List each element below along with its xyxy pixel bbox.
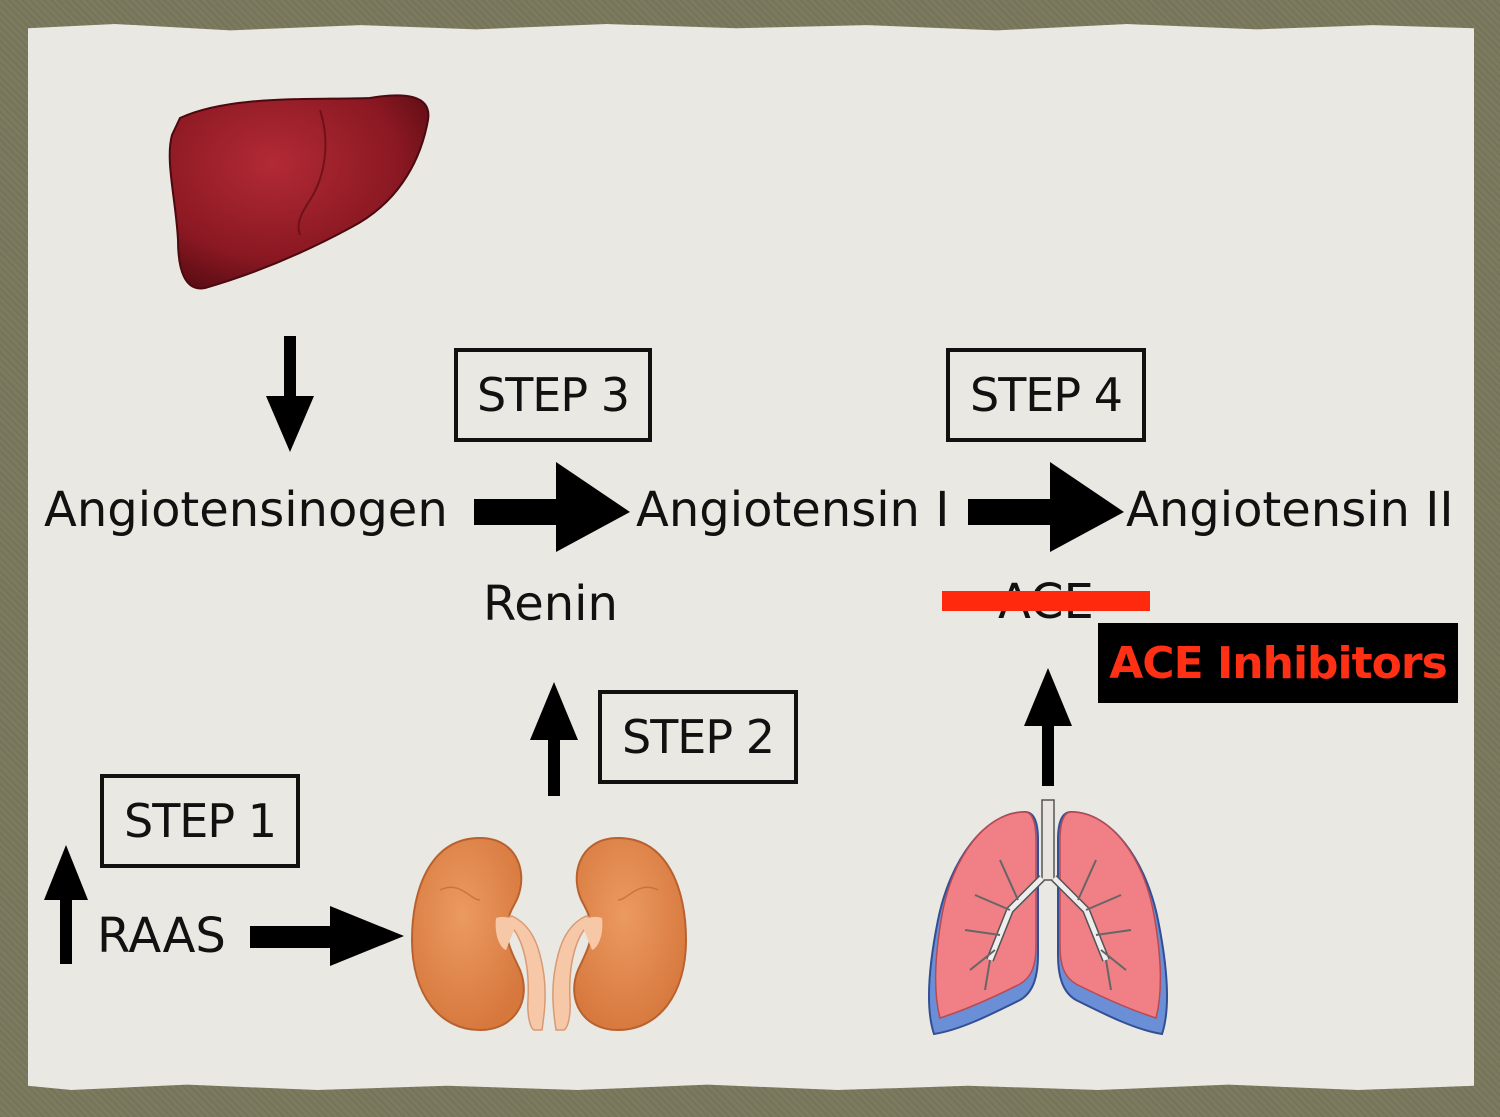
arrow-step3 (474, 462, 630, 552)
angiotensinogen-label: Angiotensinogen (44, 482, 448, 538)
ace-inhibitors-label: ACE Inhibitors (1098, 623, 1458, 703)
angiotensin-i-label: Angiotensin I (636, 482, 950, 538)
arrow-kidney-up (530, 682, 578, 796)
arrow-step4 (968, 462, 1124, 552)
renin-label: Renin (483, 576, 618, 632)
raas-label: RAAS (97, 908, 226, 964)
step-1-box: STEP 1 (100, 774, 300, 868)
ace-strike-overlay (942, 591, 1150, 611)
step-3-box: STEP 3 (454, 348, 652, 442)
liver-icon (168, 94, 430, 290)
angiotensin-ii-label: Angiotensin II (1126, 482, 1454, 538)
arrow-lung-up (1024, 668, 1072, 786)
step-2-box: STEP 2 (598, 690, 798, 784)
arrow-raas-up (44, 845, 88, 964)
arrow-raas-right (250, 906, 404, 966)
kidneys-icon (410, 836, 688, 1032)
arrow-liver-down (266, 336, 314, 452)
lungs-icon (928, 799, 1168, 1036)
step-4-box: STEP 4 (946, 348, 1146, 442)
